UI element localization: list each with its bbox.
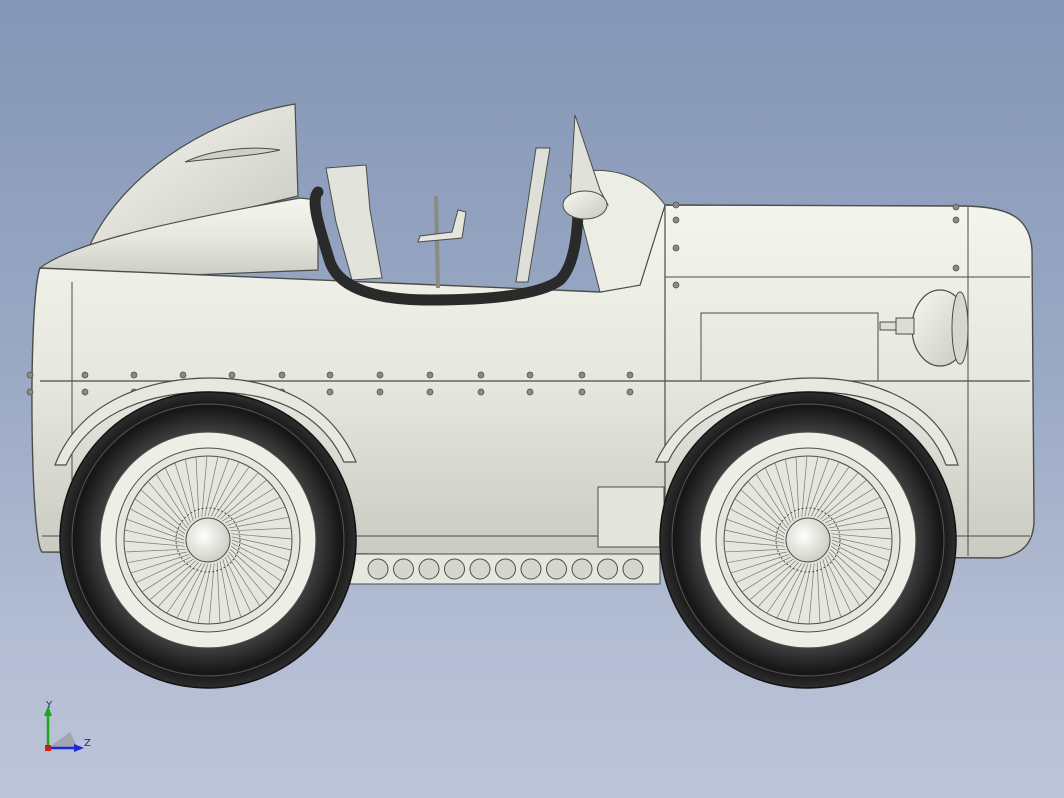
steering-wheel (309, 164, 584, 306)
coordinate-triad: Y Z (44, 700, 91, 752)
steering-column (515, 147, 551, 283)
fairing-vent (184, 147, 281, 163)
chassis-bracket (597, 486, 665, 548)
rear-fender (54, 377, 357, 466)
rear-wheel (59, 391, 357, 689)
gear-lever (434, 195, 440, 289)
running-board-holes (367, 558, 644, 580)
z-axis-label: Z (84, 738, 91, 749)
windscreen-post (569, 114, 609, 206)
rear-deck (38, 197, 319, 281)
y-axis-label: Y (45, 700, 53, 711)
x-axis-icon (45, 745, 51, 751)
front-wheel (659, 391, 957, 689)
seat-back (325, 164, 383, 281)
spotlight (562, 190, 608, 220)
front-fender (655, 377, 959, 466)
headrest-fairing (88, 103, 299, 246)
